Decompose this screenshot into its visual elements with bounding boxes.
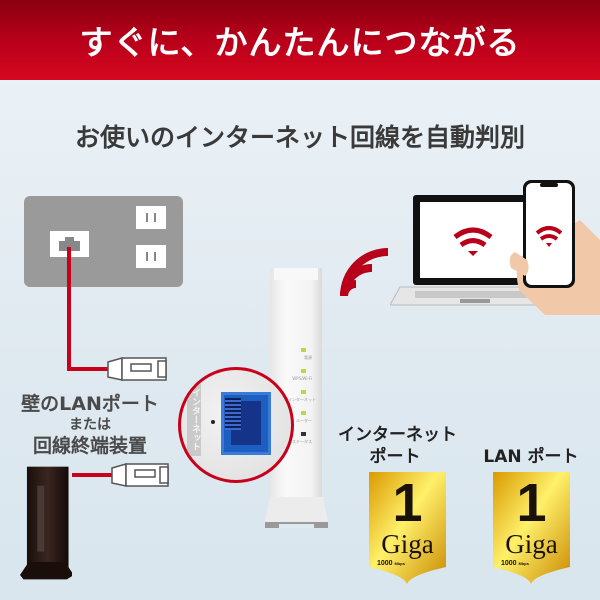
led-status — [301, 432, 306, 436]
subtitle: お使いのインターネット回線を自動判別 — [74, 123, 525, 152]
led-router — [301, 411, 306, 415]
power-outlet-icon — [136, 206, 166, 229]
router-stand — [265, 497, 328, 528]
router-top — [274, 268, 318, 280]
led-label: インターネット — [288, 397, 316, 402]
badge-title-line2: ポート — [369, 447, 421, 467]
wall-label-line3: 回線終端装置 — [32, 435, 147, 457]
wifi-signal-icon — [340, 248, 389, 297]
ont-device — [20, 466, 72, 580]
led-label: ステータス — [292, 439, 312, 444]
led-internet — [301, 390, 306, 394]
wall-label-line2: または — [69, 417, 111, 433]
badge-lan-title: LAN ポート — [474, 446, 588, 468]
led-label: ルーター — [296, 418, 312, 423]
power-outlet-icon — [136, 245, 166, 268]
led-power — [301, 348, 306, 352]
wifi-icon — [453, 227, 493, 248]
badge-unit: Giga — [381, 529, 434, 559]
led-label: 電源 — [304, 355, 312, 360]
lan-cable-plug-icon — [107, 357, 167, 381]
cable-wall — [67, 247, 108, 371]
wall-port-label: 壁のLANポート または 回線終端装置 — [14, 392, 166, 458]
smartphone-icon — [509, 180, 600, 315]
badge-internet-title: インターネット ポート — [338, 424, 457, 468]
header-title: すぐに、かんたんにつながる — [79, 23, 521, 62]
badge-number: 1 — [516, 473, 547, 533]
internet-port-zoom: インターネット — [178, 367, 294, 483]
led-label: WPS/Wi-Fi — [292, 376, 312, 381]
gigabit-badge-lan: 1 Giga 1000 Mbps — [493, 472, 570, 585]
gigabit-badge-internet: 1 Giga 1000 Mbps — [369, 472, 446, 585]
wall-label-line1: 壁のLANポート — [21, 393, 159, 415]
internet-port-icon — [221, 392, 271, 455]
badge-speed: 1000 Mbps — [501, 560, 529, 567]
badge-title-line2: LAN ポート — [483, 447, 579, 467]
lan-cable-plug-icon — [111, 463, 169, 487]
led-wps — [301, 369, 306, 373]
wifi-icon — [535, 226, 563, 241]
badge-unit: Giga — [505, 529, 558, 559]
header-banner: すぐに、かんたんにつながる — [0, 0, 600, 80]
badge-number: 1 — [392, 473, 423, 533]
internet-port-label: インターネット — [187, 382, 201, 456]
badge-speed: 1000 Mbps — [377, 560, 405, 567]
port-indicator-dot — [211, 420, 215, 424]
badge-title-line1: インターネット — [338, 425, 457, 445]
